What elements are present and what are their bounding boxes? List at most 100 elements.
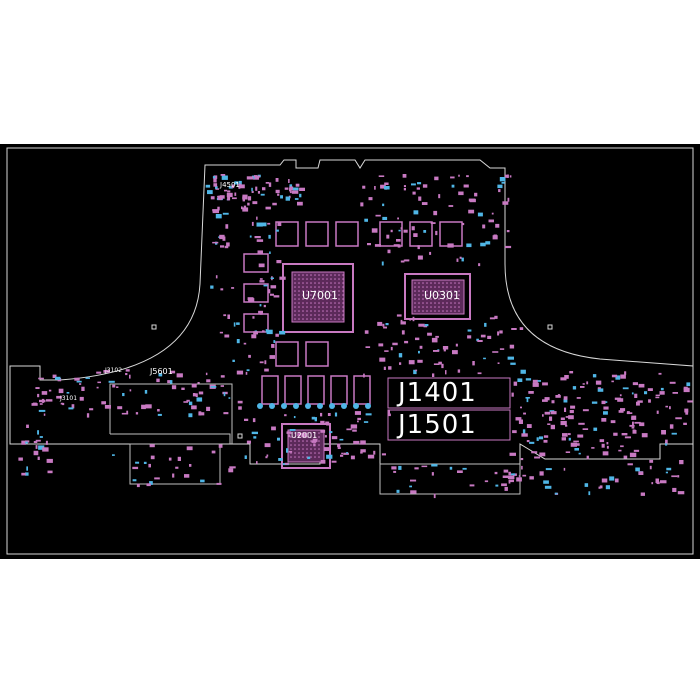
- smd-part: [640, 492, 645, 496]
- bga-ball: [294, 302, 296, 304]
- smd-part: [573, 440, 579, 443]
- smd-part: [382, 216, 388, 220]
- bga-ball: [330, 282, 332, 284]
- smd-part: [430, 222, 436, 224]
- bga-ball: [298, 436, 300, 438]
- smd-part: [660, 480, 667, 484]
- smd-part: [212, 176, 216, 179]
- smd-part: [388, 366, 392, 370]
- label-j1501: J1501: [398, 410, 477, 440]
- smd-part: [555, 395, 561, 398]
- smd-part: [227, 190, 231, 193]
- smd-part: [116, 386, 119, 388]
- smd-part: [176, 373, 183, 378]
- smd-part: [246, 176, 254, 180]
- smd-part: [685, 410, 689, 415]
- smd-part: [418, 350, 420, 354]
- smd-part: [238, 180, 242, 185]
- smd-part: [213, 175, 218, 179]
- smd-part: [601, 418, 607, 422]
- smd-part: [461, 257, 464, 262]
- smd-part: [210, 386, 217, 388]
- smd-part: [570, 405, 576, 409]
- smd-part: [474, 192, 478, 197]
- smd-part: [633, 449, 640, 452]
- smd-part: [409, 318, 412, 321]
- smd-part: [417, 359, 423, 363]
- smd-part: [267, 222, 271, 225]
- smd-part: [431, 472, 434, 476]
- smd-part: [423, 325, 428, 328]
- smd-part: [32, 402, 37, 405]
- bga-ball: [318, 302, 320, 304]
- smd-part: [157, 413, 162, 416]
- smd-part: [86, 413, 90, 418]
- smd-part: [525, 378, 532, 381]
- bga-ball: [290, 444, 292, 446]
- smd-part: [367, 454, 375, 459]
- smd-part: [677, 491, 685, 495]
- smd-part: [413, 369, 417, 375]
- bga-ball: [330, 298, 332, 300]
- smd-part: [457, 470, 463, 473]
- smd-part: [126, 410, 129, 415]
- smd-part: [503, 469, 509, 473]
- smd-part: [357, 420, 359, 423]
- smd-part: [343, 452, 349, 455]
- smd-part: [634, 393, 638, 398]
- smd-part: [422, 184, 428, 188]
- bga-ball: [326, 298, 328, 300]
- smd-part: [539, 471, 544, 476]
- smd-part: [286, 448, 289, 453]
- label-j4501: J4501: [220, 181, 240, 189]
- bga-ball: [314, 286, 316, 288]
- bga-ball: [310, 444, 312, 446]
- smd-part: [485, 241, 491, 245]
- smd-part: [435, 230, 438, 236]
- board-drawing: [6, 147, 694, 555]
- smd-part: [18, 457, 23, 461]
- smd-part: [507, 475, 515, 480]
- smd-part: [226, 242, 230, 247]
- smd-part: [434, 176, 439, 181]
- smd-part: [614, 478, 619, 483]
- smd-part: [144, 390, 148, 394]
- bga-ball: [422, 310, 424, 312]
- bga-ball: [334, 282, 336, 284]
- smd-part: [247, 202, 250, 206]
- bga-ball: [418, 302, 420, 304]
- smd-part: [497, 331, 500, 336]
- smd-part: [367, 243, 371, 246]
- smd-part: [417, 182, 422, 185]
- smd-part: [79, 396, 84, 401]
- bga-ball: [338, 294, 340, 296]
- bga-ball: [442, 310, 444, 312]
- smd-part: [390, 229, 393, 233]
- smd-part: [270, 285, 277, 289]
- smd-part: [611, 374, 618, 378]
- smd-part: [262, 330, 265, 333]
- smd-part: [549, 416, 553, 421]
- smd-part: [562, 433, 568, 437]
- smd-part: [264, 360, 267, 365]
- smd-part: [26, 424, 29, 428]
- smd-part: [210, 196, 215, 200]
- smd-part: [31, 403, 38, 406]
- bga-ball: [322, 310, 324, 312]
- smd-part: [632, 382, 638, 386]
- bga-ball: [446, 302, 448, 304]
- smd-part: [506, 230, 510, 233]
- smd-part: [477, 212, 483, 217]
- bga-ball: [450, 290, 452, 292]
- smd-part: [492, 235, 498, 240]
- smd-part: [158, 373, 163, 377]
- bga-ball: [438, 306, 440, 308]
- smd-part: [483, 357, 486, 360]
- smd-part: [339, 438, 344, 441]
- bga-ball: [418, 310, 420, 312]
- smd-part: [468, 198, 476, 202]
- smd-part: [117, 406, 123, 410]
- smd-part: [632, 430, 637, 434]
- smd-part: [325, 421, 329, 425]
- bga-ball: [454, 306, 456, 308]
